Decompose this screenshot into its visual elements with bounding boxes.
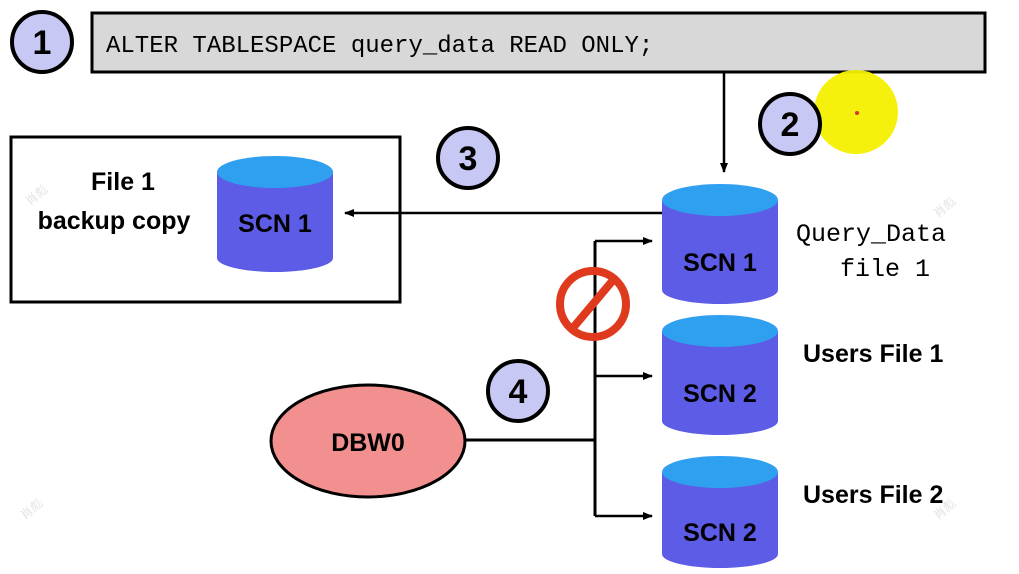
users-file-2-disk: SCN 2 bbox=[662, 456, 778, 568]
svg-text:3: 3 bbox=[459, 140, 478, 178]
backup-label-line1: File 1 bbox=[91, 168, 155, 196]
step-4-badge: 4 bbox=[486, 359, 550, 423]
cursor-highlight-icon bbox=[814, 70, 898, 154]
backup-container bbox=[9, 135, 402, 304]
svg-text:1: 1 bbox=[33, 24, 52, 62]
svg-text:2: 2 bbox=[781, 106, 800, 144]
users-file-1-name: Users File 1 bbox=[803, 340, 943, 368]
watermark: 肖彪 bbox=[18, 496, 45, 522]
step-3-badge: 3 bbox=[436, 126, 500, 190]
users-file-1-disk: SCN 2 bbox=[662, 315, 778, 435]
query-data-disk-label: SCN 1 bbox=[683, 249, 757, 277]
query-data-name-line1: Query_Data bbox=[796, 220, 946, 249]
backup-disk: SCN 1 bbox=[217, 156, 333, 272]
svg-text:4: 4 bbox=[509, 373, 528, 411]
backup-disk-label: SCN 1 bbox=[238, 210, 312, 238]
sql-statement: ALTER TABLESPACE query_data READ ONLY; bbox=[106, 33, 653, 60]
dbw0-label: DBW0 bbox=[331, 429, 405, 457]
dbw0-connectors bbox=[466, 237, 653, 520]
dbw0-process: DBW0 bbox=[269, 383, 467, 499]
users-file-2-name: Users File 2 bbox=[803, 481, 943, 509]
backup-label-line2: backup copy bbox=[38, 207, 191, 235]
sql-statement-box: ALTER TABLESPACE query_data READ ONLY; bbox=[90, 11, 987, 74]
users-file-2-disk-label: SCN 2 bbox=[683, 519, 757, 547]
query-data-disk: SCN 1 bbox=[662, 184, 778, 304]
watermark: 肖彪 bbox=[931, 194, 958, 220]
step-2-badge: 2 bbox=[758, 92, 822, 156]
users-file-1-disk-label: SCN 2 bbox=[683, 380, 757, 408]
query-data-name-line2: file 1 bbox=[840, 255, 930, 284]
step-1-badge: 1 bbox=[10, 10, 74, 74]
prohibited-icon bbox=[556, 267, 630, 341]
